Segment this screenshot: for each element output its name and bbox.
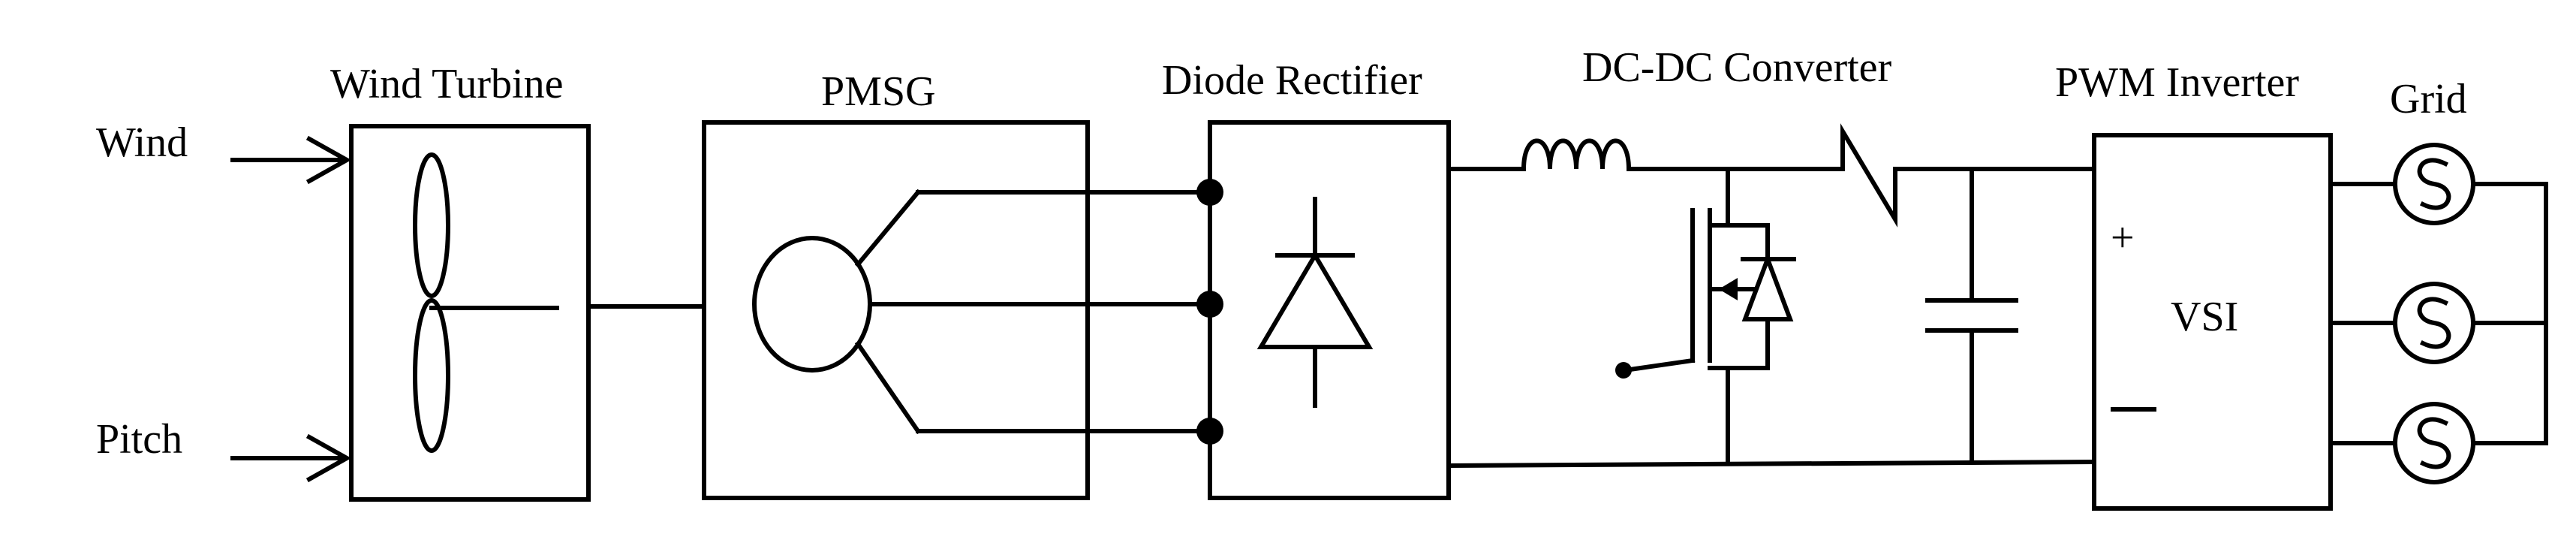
pwm-inverter-title: PWM Inverter (2055, 59, 2299, 106)
turbine-blade-lower (413, 298, 450, 453)
ac-source-b-wave (2417, 297, 2451, 349)
generator-circle (752, 236, 872, 373)
input-node-c (1196, 418, 1223, 445)
wind-input-label: Wind (96, 119, 188, 166)
pmsg-title: PMSG (821, 68, 936, 115)
mosfet-arrow-icon (1719, 278, 1738, 300)
dc-plus-sign: + (2111, 215, 2135, 261)
series-diode-icon (1840, 123, 2096, 228)
grid-sources (2328, 143, 2548, 484)
pitch-input-label: Pitch (96, 416, 182, 463)
turbine-blade-upper (413, 152, 450, 298)
dcdc-converter-title: DC-DC Converter (1582, 44, 1892, 91)
pmsg-box (702, 120, 1090, 500)
diode-triangle (1256, 251, 1374, 349)
wind-turbine-title: Wind Turbine (330, 61, 563, 107)
turbine-rotor-icon (413, 152, 559, 453)
vsi-label: VSI (2171, 294, 2238, 340)
diode-icon (1256, 197, 1374, 408)
input-node-b (1196, 291, 1223, 318)
phase-c-stub (854, 340, 922, 435)
input-node-a (1196, 179, 1223, 206)
phase-a-stub (854, 189, 922, 268)
ac-source-a-wave (2417, 158, 2451, 210)
ac-source-c-wave (2417, 417, 2451, 469)
wind-turbine-box (349, 124, 591, 502)
wind-arrowhead (305, 135, 352, 185)
generator-icon (752, 189, 1212, 435)
gate-lead (1622, 357, 1696, 373)
bottom-rail (1446, 459, 2097, 469)
gate-terminal (1615, 362, 1632, 379)
diode-rectifier-title: Diode Rectifier (1162, 57, 1422, 104)
diode-rectifier-box (1208, 120, 1451, 500)
grid-title: Grid (2390, 76, 2467, 122)
pitch-arrowhead (305, 433, 352, 483)
dcdc-converter-circuit (1446, 123, 2097, 469)
inductor-icon (1521, 138, 1632, 172)
